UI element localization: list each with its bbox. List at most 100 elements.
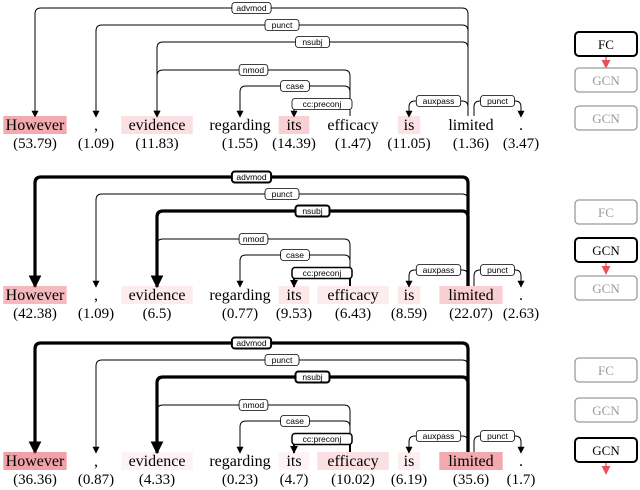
edge-label: auxpass <box>423 96 455 106</box>
layer-label: GCN <box>592 443 620 458</box>
edge-label: case <box>286 81 304 91</box>
attention-score: (9.53) <box>276 306 312 322</box>
word-token: However <box>6 453 65 470</box>
layer-box-gcn <box>574 397 638 423</box>
attention-score: (4.33) <box>139 472 175 488</box>
attention-score: (36.36) <box>13 472 57 488</box>
dependency-arc-nmod <box>153 69 351 118</box>
attention-score: (53.79) <box>13 136 57 152</box>
edge-label-box <box>230 336 273 350</box>
layer-label: FC <box>598 205 614 220</box>
word-highlight <box>317 452 389 470</box>
edge-label-box <box>480 95 515 107</box>
word-highlight <box>397 116 421 134</box>
word-highlight <box>3 116 67 134</box>
edge-label-box <box>264 188 300 200</box>
edge-label: nsubj <box>302 37 322 47</box>
attention-score: (6.43) <box>335 306 371 322</box>
word-token: is <box>404 453 415 470</box>
attention-score: (1.7) <box>507 472 536 488</box>
edge-label-box <box>291 266 353 280</box>
word-token: its <box>286 453 301 470</box>
word-token: its <box>286 287 301 304</box>
attention-score: (8.59) <box>391 306 427 322</box>
word-token: limited <box>448 287 493 304</box>
word-highlight <box>397 452 421 470</box>
attention-score: (0.87) <box>78 472 114 488</box>
layer-label: FC <box>598 363 614 378</box>
attention-score: (6.5) <box>143 306 172 322</box>
edge-label: cc:preconj <box>303 99 342 109</box>
word-token: regarding <box>209 117 270 134</box>
layer-box-gcn <box>574 105 638 131</box>
layer-label: GCN <box>592 281 620 296</box>
attention-score: (6.19) <box>391 472 427 488</box>
word-token: , <box>94 287 98 304</box>
attention-score: (35.6) <box>453 472 489 488</box>
word-token: is <box>404 287 415 304</box>
word-token: efficacy <box>327 453 378 470</box>
edge-label-box <box>238 233 269 245</box>
edge-label: auxpass <box>423 265 455 275</box>
edge-label-box <box>231 2 272 14</box>
panel-1: advmod punct nsubj nmod case cc:preconj auxpas… <box>3 2 638 152</box>
edge-label-box <box>238 399 269 411</box>
attention-score: (1.36) <box>453 136 489 152</box>
edge-label: punct <box>487 96 508 106</box>
layer-label: GCN <box>592 403 620 418</box>
attention-score: (1.09) <box>78 306 114 322</box>
edge-label-box <box>238 64 269 76</box>
edge-label: nsubj <box>302 206 322 216</box>
edge-label-box <box>415 264 462 276</box>
edge-label: cc:preconj <box>303 434 342 444</box>
edge-label-box <box>415 95 462 107</box>
layer-box-gcn <box>574 237 638 263</box>
layer-box-gcn <box>574 275 638 301</box>
dependency-arc-advmod <box>31 7 469 118</box>
word-token: . <box>519 287 523 304</box>
word-highlight <box>3 452 67 470</box>
edge-label: advmod <box>236 172 267 182</box>
layer-box-fc <box>574 199 638 225</box>
attention-score: (2.63) <box>503 306 539 322</box>
edge-label-box <box>280 415 310 427</box>
edge-label: punct <box>272 355 293 365</box>
edge-label: punct <box>487 265 508 275</box>
attention-score: (3.47) <box>503 136 539 152</box>
word-highlight <box>397 286 421 304</box>
attention-score: (22.07) <box>449 306 493 322</box>
layer-box-fc <box>574 357 638 383</box>
edge-label: nmod <box>243 65 265 75</box>
word-highlight <box>278 286 310 304</box>
word-token: is <box>404 117 415 134</box>
word-highlight <box>317 286 389 304</box>
edge-label: case <box>286 250 304 260</box>
word-token: its <box>286 117 301 134</box>
dependency-arc-punct <box>92 193 469 288</box>
attention-score: (11.83) <box>135 136 178 152</box>
word-highlight <box>121 286 193 304</box>
edge-label: advmod <box>236 338 267 348</box>
edge-label: advmod <box>236 3 267 13</box>
word-token: regarding <box>209 453 270 470</box>
word-highlight <box>439 452 503 470</box>
edge-label-box <box>280 80 310 92</box>
edge-label: punct <box>272 20 293 30</box>
word-highlight <box>278 116 310 134</box>
edge-label: cc:preconj <box>303 268 342 278</box>
layer-label: GCN <box>592 73 620 88</box>
edge-label: nsubj <box>302 372 322 382</box>
attention-score: (4.7) <box>280 472 309 488</box>
layer-label: GCN <box>592 111 620 126</box>
word-highlight <box>3 286 67 304</box>
word-token: evidence <box>129 453 186 470</box>
word-highlight <box>278 452 310 470</box>
layer-box-gcn <box>574 67 638 93</box>
layer-box-fc <box>574 31 638 57</box>
word-highlight <box>121 452 193 470</box>
edge-label: nmod <box>243 400 265 410</box>
edge-label: punct <box>272 189 293 199</box>
